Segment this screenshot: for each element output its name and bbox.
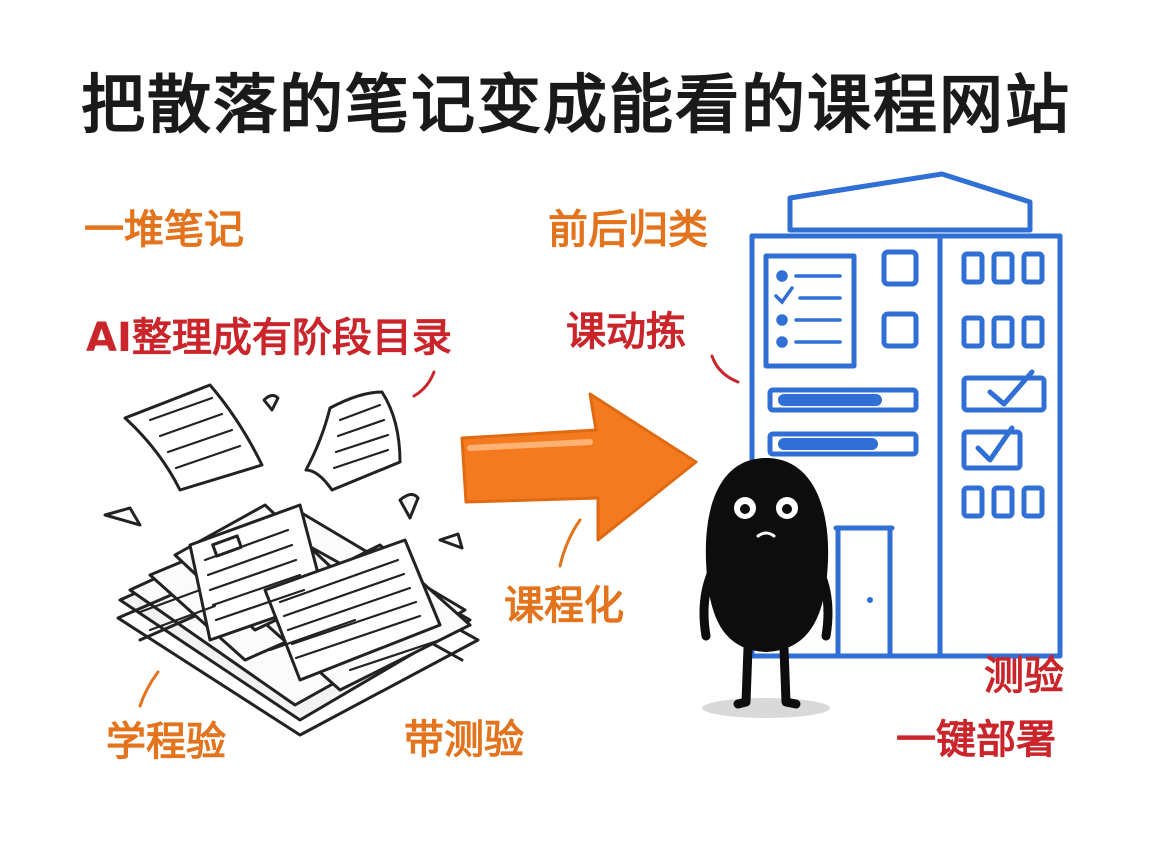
label-pile-notes: 一堆笔记 xyxy=(84,207,244,253)
label-one-click-deploy: 一键部署 xyxy=(896,717,1056,763)
character-icon xyxy=(699,458,833,718)
checkmark-icon xyxy=(975,369,1035,463)
paper-pile-icon xyxy=(103,383,480,737)
checklist-icon xyxy=(774,270,842,348)
label-with-quiz: 带测验 xyxy=(404,717,524,763)
page-title: 把散落的笔记变成能看的课程网站 xyxy=(81,69,1071,143)
label-course-move: 课动拣 xyxy=(566,309,686,355)
label-course-ify: 课程化 xyxy=(504,583,624,629)
right-arrow-icon xyxy=(460,392,698,542)
label-ai-organize: AI整理成有阶段目录 xyxy=(86,315,452,361)
label-learn-exp: 学程验 xyxy=(106,719,226,765)
progress-fill xyxy=(778,394,882,450)
label-categorize: 前后归类 xyxy=(548,207,708,253)
door-knob xyxy=(867,597,873,603)
label-quiz: 测验 xyxy=(984,653,1064,699)
